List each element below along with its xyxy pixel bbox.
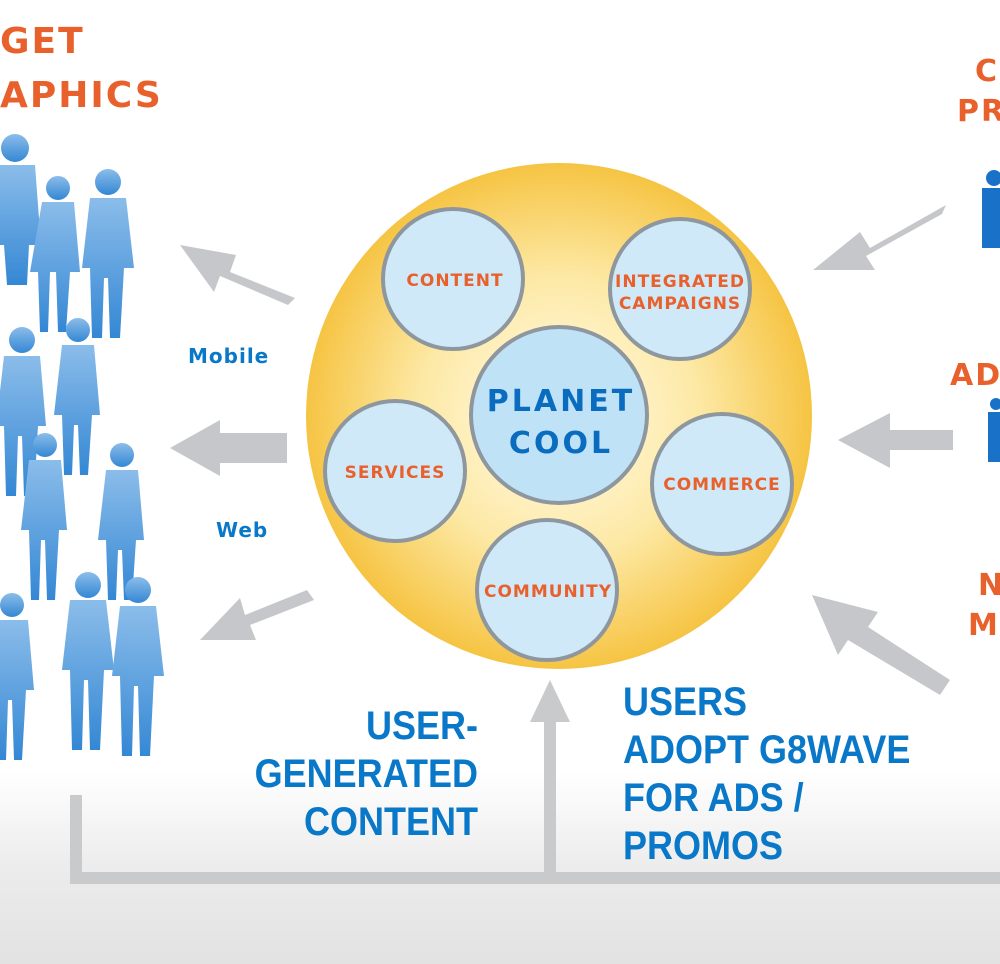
caption-line: FOR ADS / [623,776,804,820]
audience-silhouettes [0,134,164,760]
node-label-content: CONTENT [406,271,503,291]
caption-line: USER- [365,704,478,748]
node-commerce [650,412,794,556]
heading-line: N [978,568,1000,603]
person-icon [98,443,144,600]
person-icon [112,577,164,756]
hub-nodes [323,207,794,662]
heading-right-top: CO PR [957,52,1000,132]
heading-line: MA [968,608,1000,643]
node-content [381,207,525,351]
heading-line: CO [975,54,1000,89]
feedback-loop [70,680,1000,884]
heading-line: PR [957,94,1000,129]
heading-right-mid: AD [950,358,1000,393]
outbound-arrows [170,245,314,640]
caption-line: GENERATED [254,752,478,796]
node-planet-cool [469,325,649,505]
channel-label-mobile: Mobile [188,344,270,368]
node-label-integrated: INTEGRATED [615,272,745,292]
person-icon [0,593,34,760]
caption-user-generated-content: USER- GENERATED CONTENT [208,702,478,846]
node-integrated-campaigns [608,217,752,361]
person-icon [21,433,67,600]
arrow-from-bottom-right [812,595,950,695]
node-services [323,399,467,543]
center-label-cool: COOL [509,426,613,461]
arrow-to-audience-mid [170,420,287,476]
node-community [475,518,619,662]
caption-line: PROMOS [623,824,784,868]
node-label-campaigns: CAMPAIGNS [619,294,741,314]
arrow-from-mid-right [838,413,953,468]
channel-label-web: Web [216,518,269,542]
node-label-community: COMMUNITY [484,582,612,602]
person-icon [0,134,41,285]
person-icon [30,176,80,332]
person-icon [982,170,1000,248]
node-label-commerce: COMMERCE [663,475,781,495]
heading-target-demographics: GET APHICS [0,15,163,123]
person-icon [62,572,114,750]
right-silhouettes [982,170,1000,462]
caption-users-adopt: USERS ADOPT G8WAVE FOR ADS / PROMOS [623,678,965,870]
caption-line: ADOPT G8WAVE [623,728,911,772]
person-icon [988,398,1000,462]
heading-line: GET [0,21,85,62]
person-icon [54,318,100,475]
person-icon [82,169,134,338]
arrow-up-to-hub [530,680,570,722]
inbound-arrows [812,205,953,695]
arrow-to-audience-top [180,245,295,305]
caption-line: CONTENT [304,800,478,844]
node-label-services: SERVICES [345,463,446,483]
heading-right-bottom: N MA [968,566,1000,646]
arrow-from-top-right [813,205,946,270]
heading-line: APHICS [0,75,163,116]
arrow-to-audience-bottom [200,590,314,640]
caption-line: USERS [623,680,748,724]
center-label-planet: PLANET [487,384,635,419]
